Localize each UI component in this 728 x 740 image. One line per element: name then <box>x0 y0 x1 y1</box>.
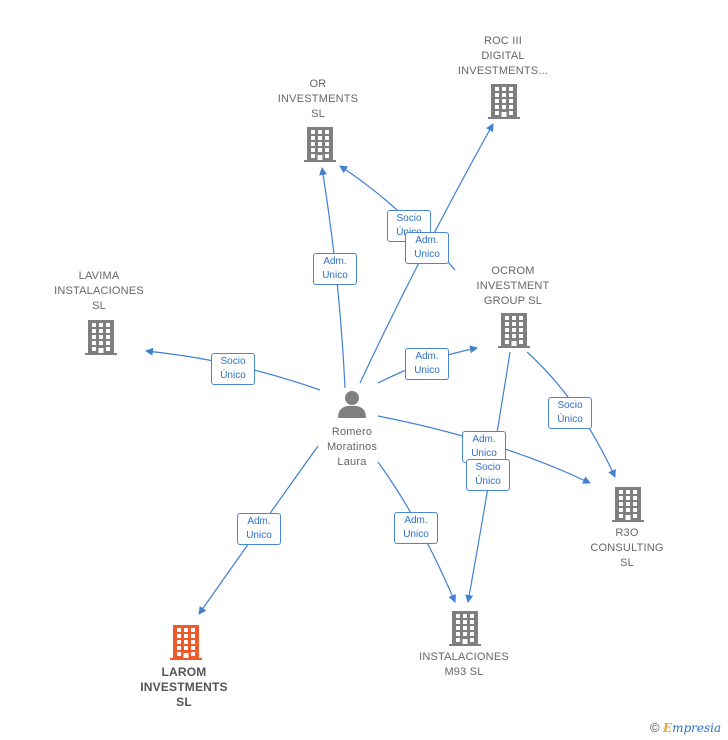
edge-label-person-to-roc_iii[interactable]: Adm. Unico <box>405 232 449 264</box>
copyright-symbol: © <box>650 720 660 735</box>
building-icon[interactable] <box>304 127 336 162</box>
edge-label-person-to-ocrom[interactable]: Adm. Unico <box>405 348 449 380</box>
node-label-r3o[interactable]: R3O CONSULTING SL <box>590 527 664 569</box>
node-label-lavima[interactable]: LAVIMA INSTALACIONES SL <box>54 270 144 312</box>
building-icon[interactable] <box>85 320 117 355</box>
building-icon[interactable] <box>488 84 520 119</box>
brand-logo: Empresia <box>662 721 722 735</box>
node-label-instalaciones_m93[interactable]: INSTALACIONES M93 SL <box>419 651 509 678</box>
edge-label-person-to-or_investments[interactable]: Adm. Unico <box>313 253 357 285</box>
node-label-larom[interactable]: LAROM INVESTMENTS SL <box>140 665 228 709</box>
edge-label-person-to-instalaciones_m93[interactable]: Adm. Unico <box>394 512 438 544</box>
node-label-roc_iii[interactable]: ROC III DIGITAL INVESTMENTS... <box>457 35 549 77</box>
building-icon[interactable] <box>612 487 644 522</box>
building-icon[interactable] <box>170 625 202 660</box>
edge-label-person-to-lavima[interactable]: Socio Único <box>211 353 255 385</box>
node-label-person[interactable]: Romero Moratinos Laura <box>326 426 378 468</box>
edge-label-person-to-r3o[interactable]: Adm. Unico <box>462 431 506 463</box>
edge-label-person-to-larom[interactable]: Adm. Unico <box>237 513 281 545</box>
edge-label-ocrom-to-r3o[interactable]: Socio Único <box>548 397 592 429</box>
edge-label-ocrom-to-instalaciones_m93[interactable]: Socio Único <box>466 459 510 491</box>
node-label-ocrom[interactable]: OCROM INVESTMENT GROUP SL <box>476 265 550 307</box>
node-label-or_investments[interactable]: OR INVESTMENTS SL <box>277 78 359 120</box>
footer-brand[interactable]: © Empresia <box>650 720 721 738</box>
person-icon[interactable] <box>338 391 366 418</box>
building-icon[interactable] <box>449 611 481 646</box>
building-icon[interactable] <box>498 313 530 348</box>
